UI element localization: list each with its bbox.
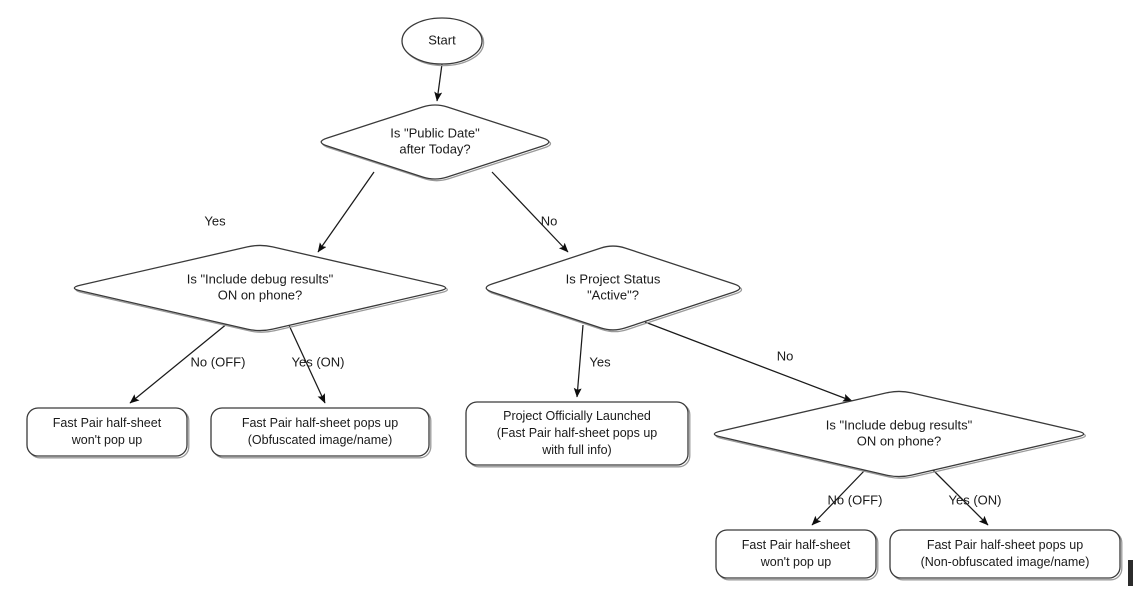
node-outline: [26, 407, 188, 457]
node-text-line: Fast Pair half-sheet: [742, 538, 851, 552]
node-text-line: Start: [428, 32, 456, 47]
node-outline: [713, 390, 1085, 478]
edge-e-d4-t4: [811, 468, 867, 526]
node-text-line: Is "Include debug results": [826, 417, 973, 432]
node-text-line: ON on phone?: [218, 287, 303, 302]
node-outline: [401, 17, 483, 65]
edge-label-e-d4-t4: No (OFF): [828, 492, 883, 507]
edge-e-d1-d3: [491, 171, 569, 253]
node-d4[interactable]: Is "Include debug results"ON on phone?: [713, 390, 1087, 479]
edge-label-e-d3-t4-diamond: No: [777, 348, 794, 363]
edge-label-e-d1-d3: No: [541, 213, 558, 228]
node-text-line: Fast Pair half-sheet pops up: [242, 416, 398, 430]
node-text-line: (Non-obfuscated image/name): [921, 555, 1090, 569]
edge-label-e-d1-d2: Yes: [204, 213, 226, 228]
node-t5[interactable]: Fast Pair half-sheet pops up (Non-obfusca…: [889, 529, 1123, 581]
node-text-line: Fast Pair half-sheet: [53, 416, 162, 430]
node-text-line: Is Project Status: [566, 271, 661, 286]
edge-e-d4-t5: [931, 468, 989, 526]
node-t3[interactable]: Project Officially Launched (Fast Pair ha…: [465, 401, 691, 468]
edge-label-e-d2-t2: Yes (ON): [292, 354, 345, 369]
node-outline: [210, 407, 430, 457]
node-text-line: Fast Pair half-sheet pops up: [927, 538, 1083, 552]
node-t1[interactable]: Fast Pair half-sheet won't pop up: [26, 407, 190, 459]
node-text-line: with full info): [541, 443, 611, 457]
node-text-line: Is "Include debug results": [187, 271, 334, 286]
node-outline: [889, 529, 1121, 579]
edge-e-d3-t4-diamond: [644, 321, 853, 402]
node-outline: [465, 401, 689, 466]
node-d3[interactable]: Is Project Status"Active"?: [485, 245, 743, 333]
page-edge-artifact: [1128, 560, 1133, 586]
node-text-line: "Active"?: [587, 287, 639, 302]
edge-e-d3-t3: [573, 324, 584, 398]
node-text-line: ON on phone?: [857, 433, 942, 448]
node-start[interactable]: Start: [401, 17, 485, 67]
node-text-line: won't pop up: [760, 555, 832, 569]
edge-label-e-d3-t3: Yes: [589, 354, 611, 369]
node-outline: [715, 529, 877, 579]
edge-label-e-d4-t5: Yes (ON): [949, 492, 1002, 507]
node-outline: [73, 244, 447, 332]
node-text-line: Project Officially Launched: [503, 409, 651, 423]
edges-layer: [129, 63, 989, 526]
node-text-line: after Today?: [399, 141, 470, 156]
node-text-line: (Fast Pair half-sheet pops up: [497, 426, 658, 440]
node-outline: [320, 104, 550, 180]
node-text-line: Is "Public Date": [390, 125, 480, 140]
edge-e-d1-d2: [317, 171, 375, 253]
node-text-line: won't pop up: [71, 433, 143, 447]
edge-e-start-d1: [434, 63, 443, 102]
node-outline: [485, 245, 741, 331]
node-t4[interactable]: Fast Pair half-sheet won't pop up: [715, 529, 879, 581]
edge-e-d2-t1: [129, 322, 229, 404]
edge-e-d2-t2: [287, 322, 326, 404]
node-text-line: (Obfuscated image/name): [248, 433, 393, 447]
node-d2[interactable]: Is "Include debug results"ON on phone?: [73, 244, 449, 333]
node-t2[interactable]: Fast Pair half-sheet pops up (Obfuscated …: [210, 407, 432, 459]
nodes-layer: Start Is "Public Date"after Today? Is "Inc…: [26, 17, 1123, 581]
edge-label-e-d2-t1: No (OFF): [191, 354, 246, 369]
node-d1[interactable]: Is "Public Date"after Today?: [320, 104, 552, 182]
